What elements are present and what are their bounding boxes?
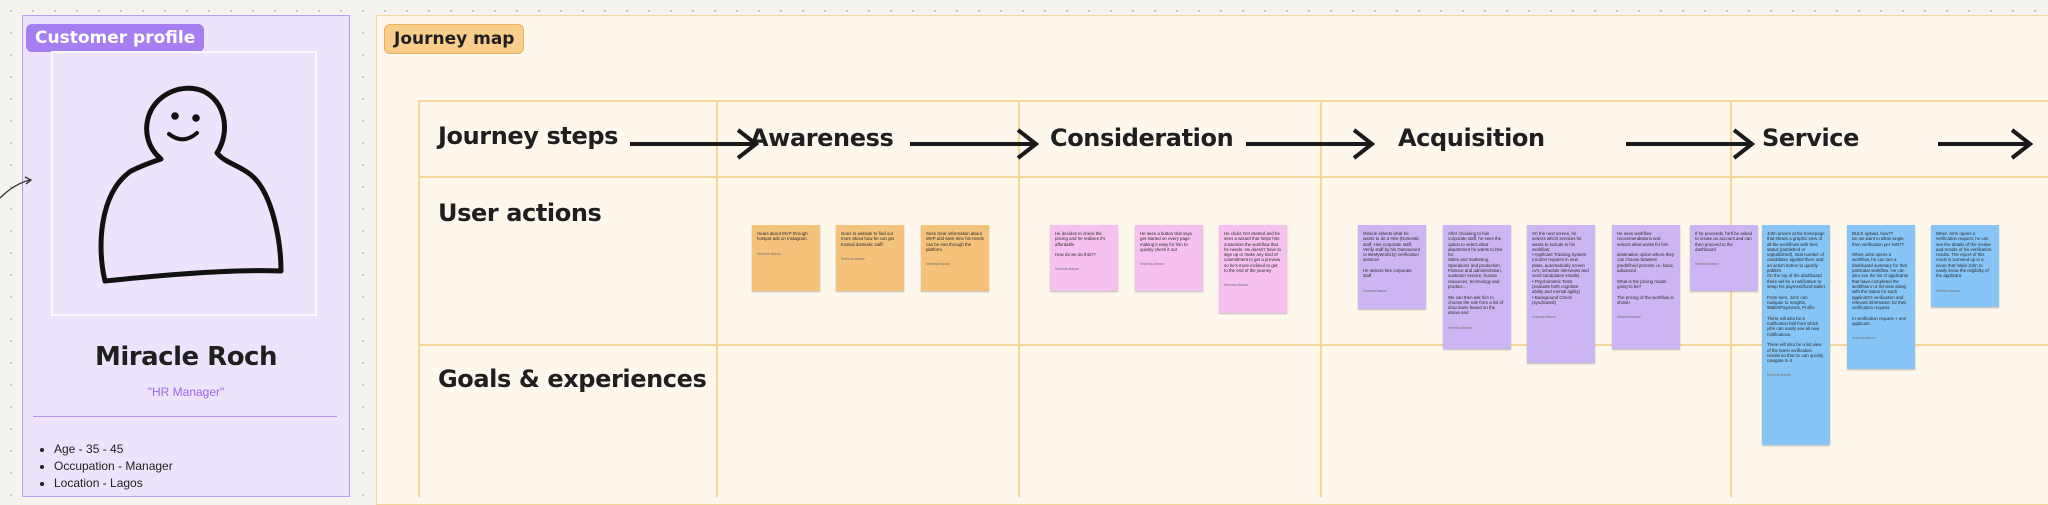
note-text: He sees a button that says get started o… [1140,231,1192,252]
note-author: Nnenna Ibanor [1363,288,1387,293]
customer-profile-label[interactable]: Customer profile [26,24,205,52]
grid-line [418,176,2048,178]
arrow-right-icon[interactable] [1244,122,1378,162]
note-author: Nnenna Ibanor [757,251,781,256]
sticky-note[interactable]: He sees workflow recommendations and sel… [1612,225,1680,349]
grid-line [418,100,2048,102]
sticky-note[interactable]: He sees a button that says get started o… [1135,225,1203,291]
note-author: Nnenna Ibanor [1617,315,1641,320]
journey-map-label[interactable]: Journey map [384,24,525,54]
note-text: He decides to check the pricing and he r… [1055,231,1106,258]
note-author: Nnenna Ibanor [1852,336,1876,341]
row-label-journey-steps: Journey steps [438,122,619,150]
sticky-note[interactable]: On the next screen, he selects which ser… [1527,225,1595,363]
note-text: On the next screen, he selects which ser… [1532,231,1589,305]
fact-location: Location - Lagos [54,475,173,492]
note-author: Nnenna Ibanor [1767,373,1791,378]
connector-arrow-icon[interactable] [0,170,40,210]
customer-facts-list: Age - 35 - 45 Occupation - Manager Locat… [35,441,173,492]
stage-consideration: Consideration [1050,124,1234,152]
sticky-note[interactable]: Goes to website to find out more about h… [836,225,904,291]
sticky-note[interactable]: Miracle selects what he wants to do a Hi… [1358,225,1426,309]
stage-acquisition: Acquisition [1398,124,1545,152]
fact-age: Age - 35 - 45 [54,441,173,458]
note-author: Nnenna Ibanor [1448,325,1472,330]
profile-divider [33,416,337,417]
row-label-user-actions: User actions [438,199,602,227]
note-text: Hears about MVP through hotspot ads on I… [757,231,808,242]
stage-service: Service [1762,124,1859,152]
row-label-goals-experiences: Goals & experiences [438,365,707,393]
grid-line [418,344,2048,346]
fact-occupation: Occupation - Manager [54,458,173,475]
grid-line [716,100,718,497]
note-author: Nnenna Ibanor [1532,315,1556,320]
sticky-note[interactable]: When John opens a verification request, … [1931,225,1999,307]
person-sketch-icon [98,85,284,284]
sticky-note[interactable]: Sees clear information about MVP and sav… [921,225,989,291]
customer-role: "HR Manager" [147,385,225,399]
sticky-note[interactable]: John arrives at his homepage that shows … [1762,225,1830,445]
sticky-note[interactable]: He clicks Get Started and he sees a wiza… [1219,225,1287,313]
note-text: John arrives at his homepage that shows … [1767,231,1825,364]
sticky-note[interactable]: BULK upload, how?? Do we want to allow s… [1847,225,1915,369]
note-author: Nnenna Ibanor [1936,288,1960,293]
grid-line [1320,100,1322,497]
note-text: When John opens a verification request, … [1936,231,1992,279]
note-text: Goes to website to find out more about h… [841,231,895,247]
arrow-right-icon[interactable] [908,122,1042,162]
profile-avatar[interactable] [51,51,317,316]
grid-line [418,100,420,497]
arrow-right-icon[interactable] [1624,122,1758,162]
sticky-note[interactable]: Hears about MVP through hotspot ads on I… [752,225,820,291]
note-text: After choosing to hire corporate staff, … [1448,231,1504,316]
note-text: If he proceeds, he'll be asked to create… [1695,231,1752,252]
note-author: Nnenna Ibanor [1140,262,1164,267]
note-author: Nnenna Ibanor [841,256,865,261]
note-author: Nnenna Ibanor [1224,283,1248,288]
sticky-note[interactable]: After choosing to hire corporate staff, … [1443,225,1511,349]
note-text: Sees clear information about MVP and sav… [926,231,985,252]
note-author: Nnenna Ibanor [1695,262,1719,267]
grid-line [1018,100,1020,497]
note-text: Miracle selects what he wants to do a Hi… [1363,231,1421,279]
note-text: He clicks Get Started and he sees a wiza… [1224,231,1281,274]
note-text: BULK upload, how?? Do we want to allow s… [1852,231,1909,327]
note-text: He sees workflow recommendations and sel… [1617,231,1675,305]
arrow-right-icon[interactable] [1936,122,2048,162]
stage-awareness: Awareness [750,124,894,152]
note-author: Nnenna Ibanor [926,262,950,267]
grid-line [1730,100,1732,497]
arrow-right-icon[interactable] [628,122,762,162]
customer-name: Miracle Roch [95,342,277,372]
sticky-note[interactable]: If he proceeds, he'll be asked to create… [1690,225,1758,291]
sticky-note[interactable]: He decides to check the pricing and he r… [1050,225,1118,291]
note-author: Nnenna Ibanor [1055,267,1079,272]
